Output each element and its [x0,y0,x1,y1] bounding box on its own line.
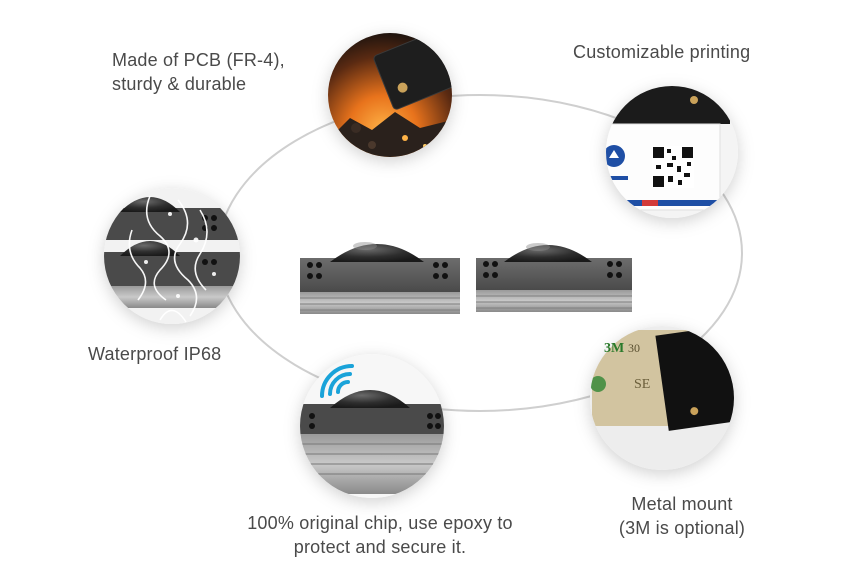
rfid-tag-right [476,243,632,312]
custom-printing-image [606,86,738,218]
sticker-brand-text: 3M [604,341,624,356]
rfid-tag-left [300,242,460,314]
sticker-mirror-text: SE [634,377,650,392]
mount-feature-label: Metal mount (3M is optional) [598,492,766,540]
chip-label-line2: protect and secure it. [293,537,467,557]
waterproof-feature-label: Waterproof IP68 [88,342,221,366]
printing-feature-label: Customizable printing [573,40,750,64]
chip-epoxy-image [300,354,444,498]
chip-feature-label: 100% original chip, use epoxy to protect… [230,511,530,559]
chip-label-line1: 100% original chip, use epoxy to [247,513,513,533]
mount-label-line1: Metal mount [631,494,733,514]
sticker-number-text: 30 [628,341,640,355]
qr-code-icon [652,146,694,188]
printing-label-line1: Customizable printing [573,42,751,62]
mount-label-line2: (3M is optional) [618,518,746,538]
pcb-feature-label: Made of PCB (FR-4), sturdy & durable [112,48,285,96]
pcb-label-line2: sturdy & durable [112,74,247,94]
waterproof-image [104,188,240,324]
pcb-label-line1: Made of PCB (FR-4), [112,50,285,70]
waterproof-label-line1: Waterproof IP68 [88,344,222,364]
pcb-sturdy-image [328,33,452,157]
wireless-signal-icon [320,364,354,398]
